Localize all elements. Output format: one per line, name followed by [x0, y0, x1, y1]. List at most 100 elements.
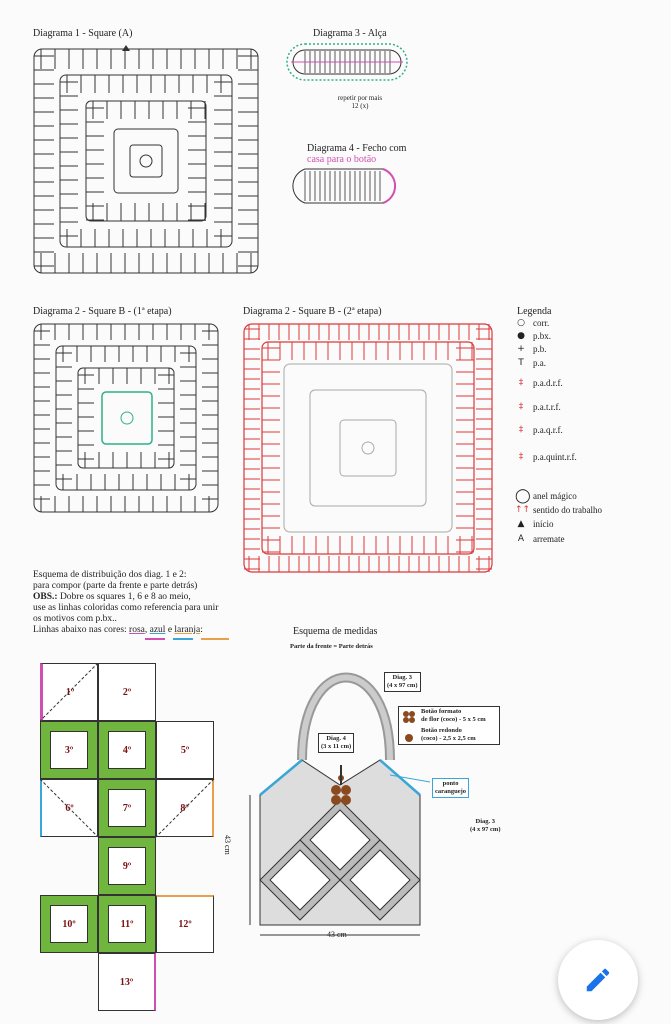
dist-line6-prefix: Linhas abaixo nas cores:: [33, 625, 130, 635]
square-1-label: 1º: [65, 686, 75, 698]
button-flower-line1: Botão formato: [421, 708, 462, 715]
legend-label: arremate: [533, 534, 565, 544]
button-round-line1: Botão redondo: [421, 727, 462, 734]
square-4-label: 4º: [122, 744, 132, 756]
legend-title: Legenda: [517, 306, 552, 317]
bag-diagram: [249, 672, 431, 936]
legend-symbol-icon: ‡: [518, 378, 524, 388]
dist-line6: Linhas abaixo nas cores: rosa, azul e la…: [33, 625, 273, 636]
dist-line6-end: :: [200, 625, 203, 635]
legend-label: sentido do trabalho: [533, 505, 602, 515]
button-icons: [403, 711, 415, 742]
legend-item: + p.b.: [515, 344, 547, 354]
legend-label: p.a.quint.r.f.: [533, 452, 577, 462]
legend-symbol-icon: A: [517, 534, 525, 544]
legend-item: ▲ início: [515, 519, 554, 529]
diagram3-note: repetir por mais 12 (x): [337, 94, 383, 110]
legend-symbol-icon: ▲: [517, 519, 525, 529]
square-2: 2º: [98, 663, 156, 721]
legend-label: corr.: [533, 318, 550, 328]
square-11-label: 11º: [120, 918, 134, 930]
sep1: ,: [144, 625, 150, 635]
legend-label: início: [533, 519, 554, 529]
pink-line: [145, 638, 165, 640]
diag3-top-label: Diag. 3(4 x 97 cm): [384, 672, 421, 692]
color-rosa: rosa: [129, 625, 145, 635]
legend-item: ‡ p.a.q.r.f.: [515, 425, 563, 435]
square-3: 3º: [40, 721, 98, 779]
legend-item: ‡p.a.d.r.f.: [515, 378, 563, 388]
square-5-label: 5º: [180, 744, 190, 756]
legend-label: p.b.: [533, 344, 547, 354]
square-12: 12º: [156, 895, 214, 953]
obs-label: OBS.:: [33, 592, 58, 602]
legend-item: ‡ p.a.quint.r.f.: [515, 452, 577, 462]
dist-line1: Esquema de distribuição dos diag. 1 e 2:: [33, 570, 187, 580]
legend-symbol-icon: ‡: [518, 452, 524, 462]
diagram2b-title: Diagrama 2 - Square B - (2ª etapa): [243, 306, 382, 317]
square-10: 10º: [40, 895, 98, 953]
orange-line: [201, 638, 229, 640]
dist-line5: os motivos com p.bx..: [33, 614, 117, 624]
measures-subtitle: Parte da frente = Parte detrás: [290, 643, 373, 650]
diagram2b-chart: [243, 323, 493, 573]
obs-text: Dobre os squares 1, 6 e 8 ao meio,: [57, 592, 191, 602]
legend-item: ‡ p.a.t.r.f.: [515, 402, 561, 412]
legend-symbol-icon: ‡: [518, 425, 524, 435]
legend-symbol-icon: ○: [517, 318, 525, 328]
diag3-top-name: Diag. 3: [392, 674, 413, 681]
square-7: 7º: [98, 779, 156, 837]
width-label: 43 cm: [327, 930, 347, 939]
pencil-icon: [586, 968, 610, 992]
legend-item: ●p.bx.: [515, 331, 551, 341]
diag4-label: Diag. 4(3 x 11 cm): [318, 733, 355, 753]
distribution-text: Esquema de distribuição dos diag. 1 e 2:…: [33, 570, 273, 642]
diagram3-chart: [286, 43, 408, 81]
square-12-label: 12º: [178, 919, 192, 930]
square-3-label: 3º: [64, 744, 74, 756]
square-9-label: 9º: [122, 860, 132, 872]
diagram1-title: Diagrama 1 - Square (A): [33, 28, 133, 39]
legend-symbol-icon: ↑↑: [515, 505, 531, 515]
square-9: 9º: [98, 837, 156, 895]
square-11: 11º: [98, 895, 156, 953]
edit-fab-button[interactable]: [558, 940, 638, 1020]
ponto-line1: ponto: [442, 780, 459, 787]
legend-label: p.a.: [533, 358, 546, 368]
height-label: 43 cm: [223, 835, 232, 855]
button-flower-line2: de flor (coco) - 5 x 5 cm: [421, 716, 486, 723]
color-azul: azul: [149, 625, 166, 635]
diagram2a-chart: [33, 323, 219, 513]
diag3-right-name: Diag. 3: [475, 818, 496, 825]
fold-lines: [40, 663, 215, 838]
diag4-size: (3 x 11 cm): [321, 743, 352, 750]
legend-label: anel mágico: [533, 491, 577, 501]
square-5: 5º: [156, 721, 214, 779]
legend-label: p.a.t.r.f.: [533, 402, 561, 412]
legend-item: ◯anel mágico: [515, 488, 577, 504]
ponto-line2: caranguejo: [435, 788, 467, 795]
diag4-name: Diag. 4: [326, 735, 346, 742]
legend-symbol-icon: ‡: [518, 402, 524, 412]
legend-label: p.a.q.r.f.: [533, 425, 563, 435]
blue-line: [173, 638, 193, 640]
color-lines: [33, 636, 273, 642]
diagram4-subtitle: casa para o botão: [307, 154, 377, 165]
sep2: e: [165, 625, 175, 635]
legend-symbol-icon: ●: [517, 331, 525, 341]
legend-symbol-icon: +: [517, 344, 525, 354]
dist-line2: para compor (parte da frente e parte det…: [33, 581, 198, 591]
legend-item: ↑↑sentido do trabalho: [515, 505, 602, 515]
diagram4-title: Diagrama 4 - Fecho com: [307, 143, 407, 154]
dist-line3: OBS.: Dobre os squares 1, 6 e 8 ao meio,: [33, 592, 273, 603]
color-laranja: laranja: [174, 625, 201, 635]
diag3-right-size: (4 x 97 cm): [470, 826, 501, 833]
diagram1-chart: [33, 45, 259, 274]
button-round-line2: (coco) - 2,5 x 2,5 cm: [421, 735, 476, 742]
square-13: 13º: [98, 953, 156, 1011]
diagram3-title: Diagrama 3 - Alça: [313, 28, 387, 39]
buttons-label: Botão formato de flor (coco) - 5 x 5 cm …: [398, 706, 500, 745]
square-10-label: 10º: [62, 918, 76, 930]
